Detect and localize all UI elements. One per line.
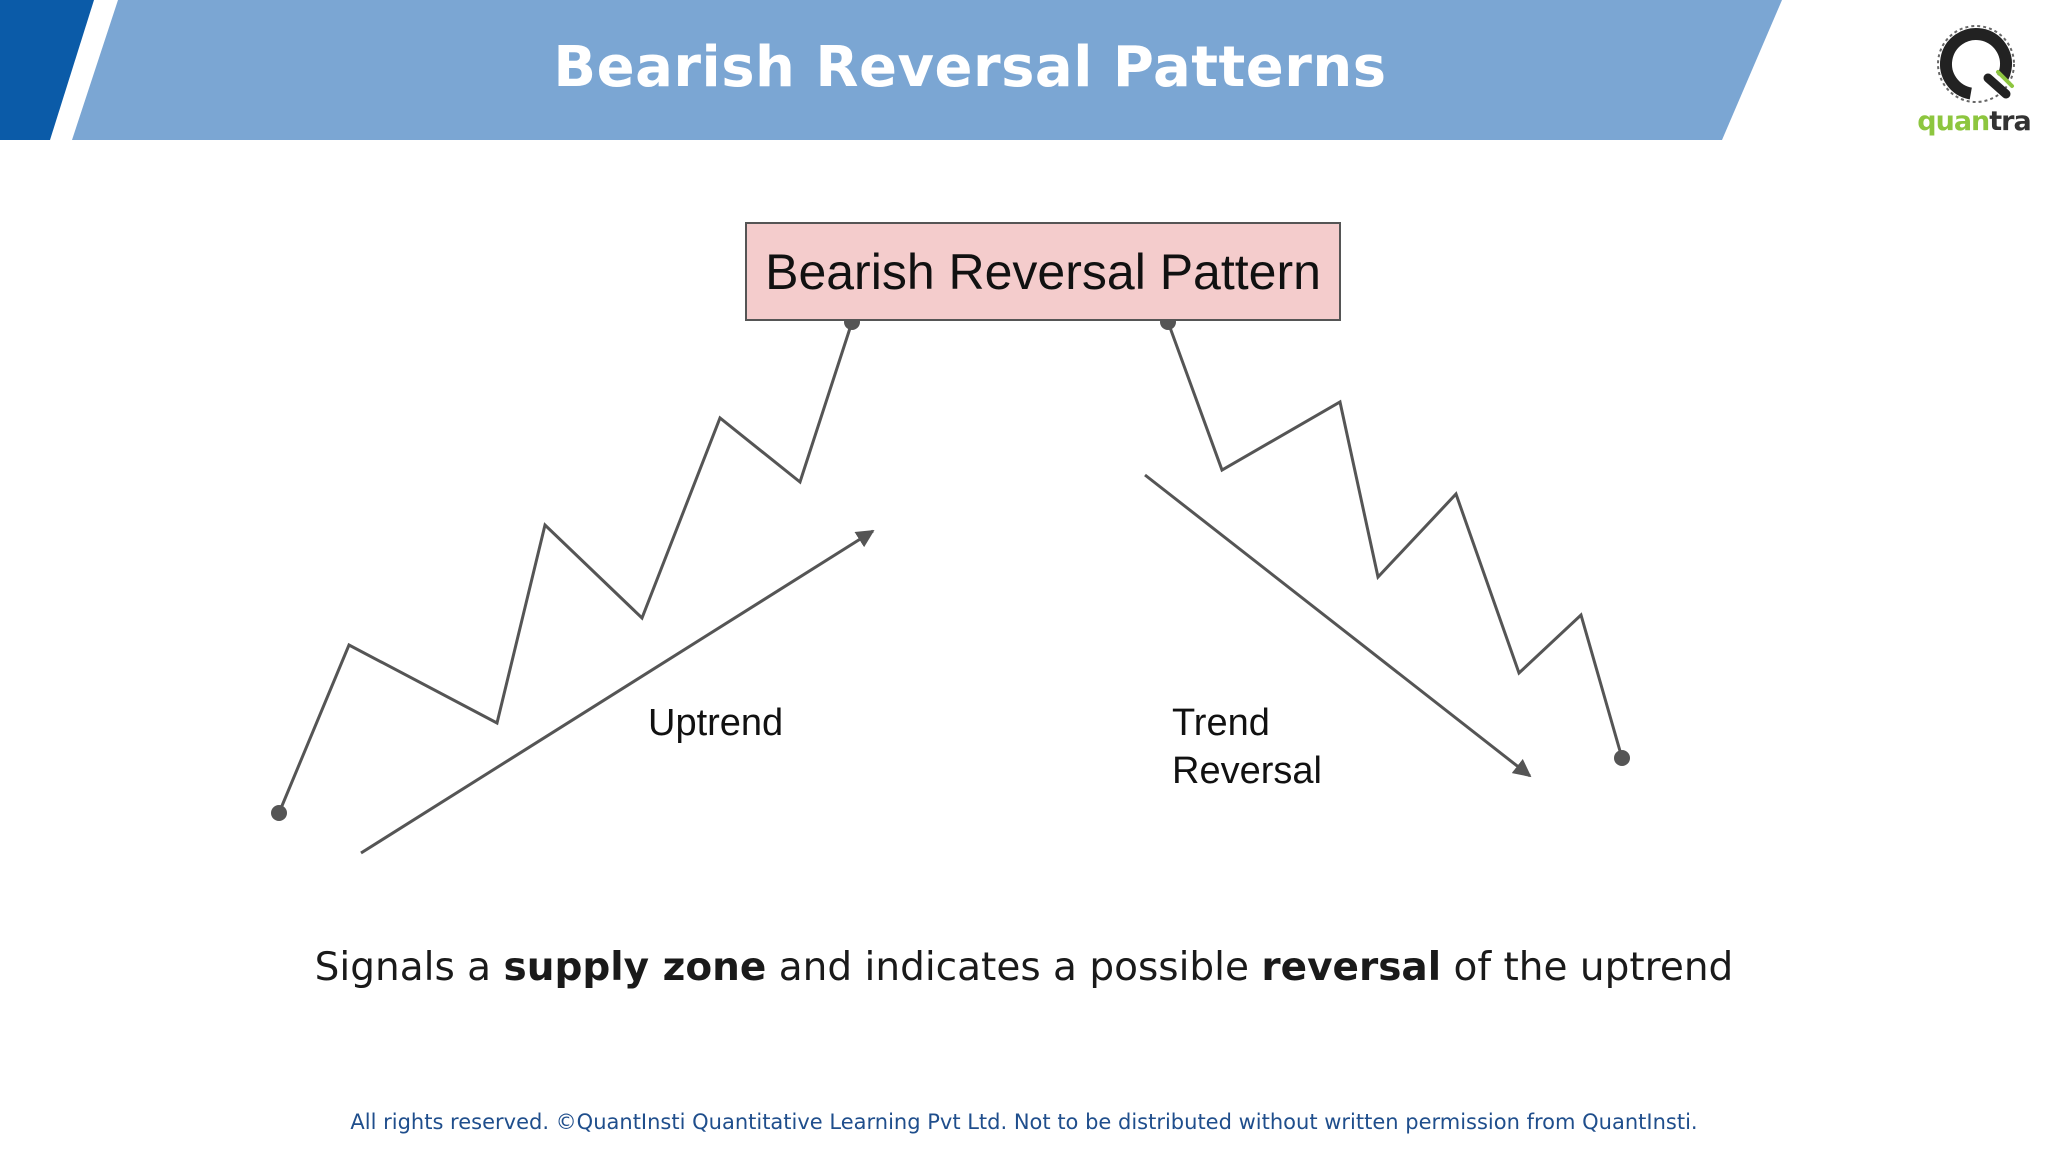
caption-bold-supply-zone: supply zone [503, 945, 767, 990]
caption-part1: Signals a [314, 945, 504, 990]
quantra-q-logo-icon [1937, 25, 2015, 103]
logo-word-part1: quan [1917, 106, 1990, 137]
bearish-reversal-pattern-box: Bearish Reversal Pattern [745, 222, 1341, 321]
quantra-logo: quantra [1910, 22, 2038, 146]
uptrend-label: Uptrend [648, 702, 784, 744]
logo-word-part2: tra [1989, 106, 2031, 137]
caption-part2: and indicates a possible [766, 945, 1262, 990]
trend-reversal-label-line1: Trend [1172, 702, 1270, 744]
copyright-footer: All rights reserved. ©QuantInsti Quantit… [350, 1110, 1698, 1134]
uptrend-start-point [271, 805, 287, 821]
slide-title: Bearish Reversal Patterns [553, 35, 1387, 100]
caption-part3: of the uptrend [1441, 945, 1734, 990]
reversal-arrow [1144, 473, 1532, 778]
uptrend-arrow [360, 529, 875, 855]
reversal-end-point [1614, 750, 1630, 766]
trend-reversal-label-line2: Reversal [1172, 750, 1322, 792]
header-accent-stripe [0, 0, 94, 140]
signal-caption: Signals a supply zone and indicates a po… [0, 942, 2048, 994]
uptrend-zigzag-line [277, 321, 854, 814]
header-title-band [72, 0, 1782, 140]
header-banner [0, 0, 1782, 140]
reversal-zigzag-line [1166, 321, 1624, 759]
caption-bold-reversal: reversal [1261, 945, 1442, 990]
quantra-wordmark: quantra [1910, 106, 2038, 137]
